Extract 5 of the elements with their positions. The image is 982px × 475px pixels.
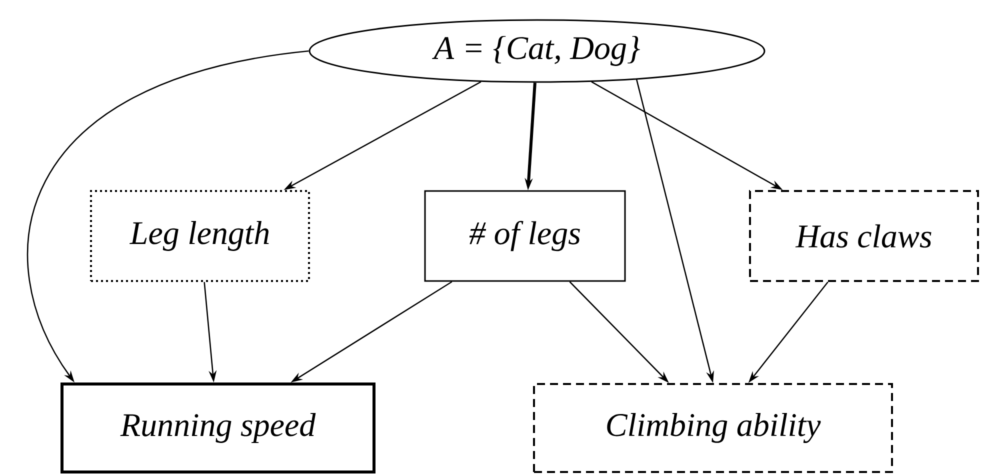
variable-box: Running speed [60,382,376,474]
variable-box: Leg length [90,190,310,282]
variable-box: Climbing ability [533,383,893,473]
variable-box: Has claws [749,190,979,282]
variable-box: # of legs [424,190,626,282]
